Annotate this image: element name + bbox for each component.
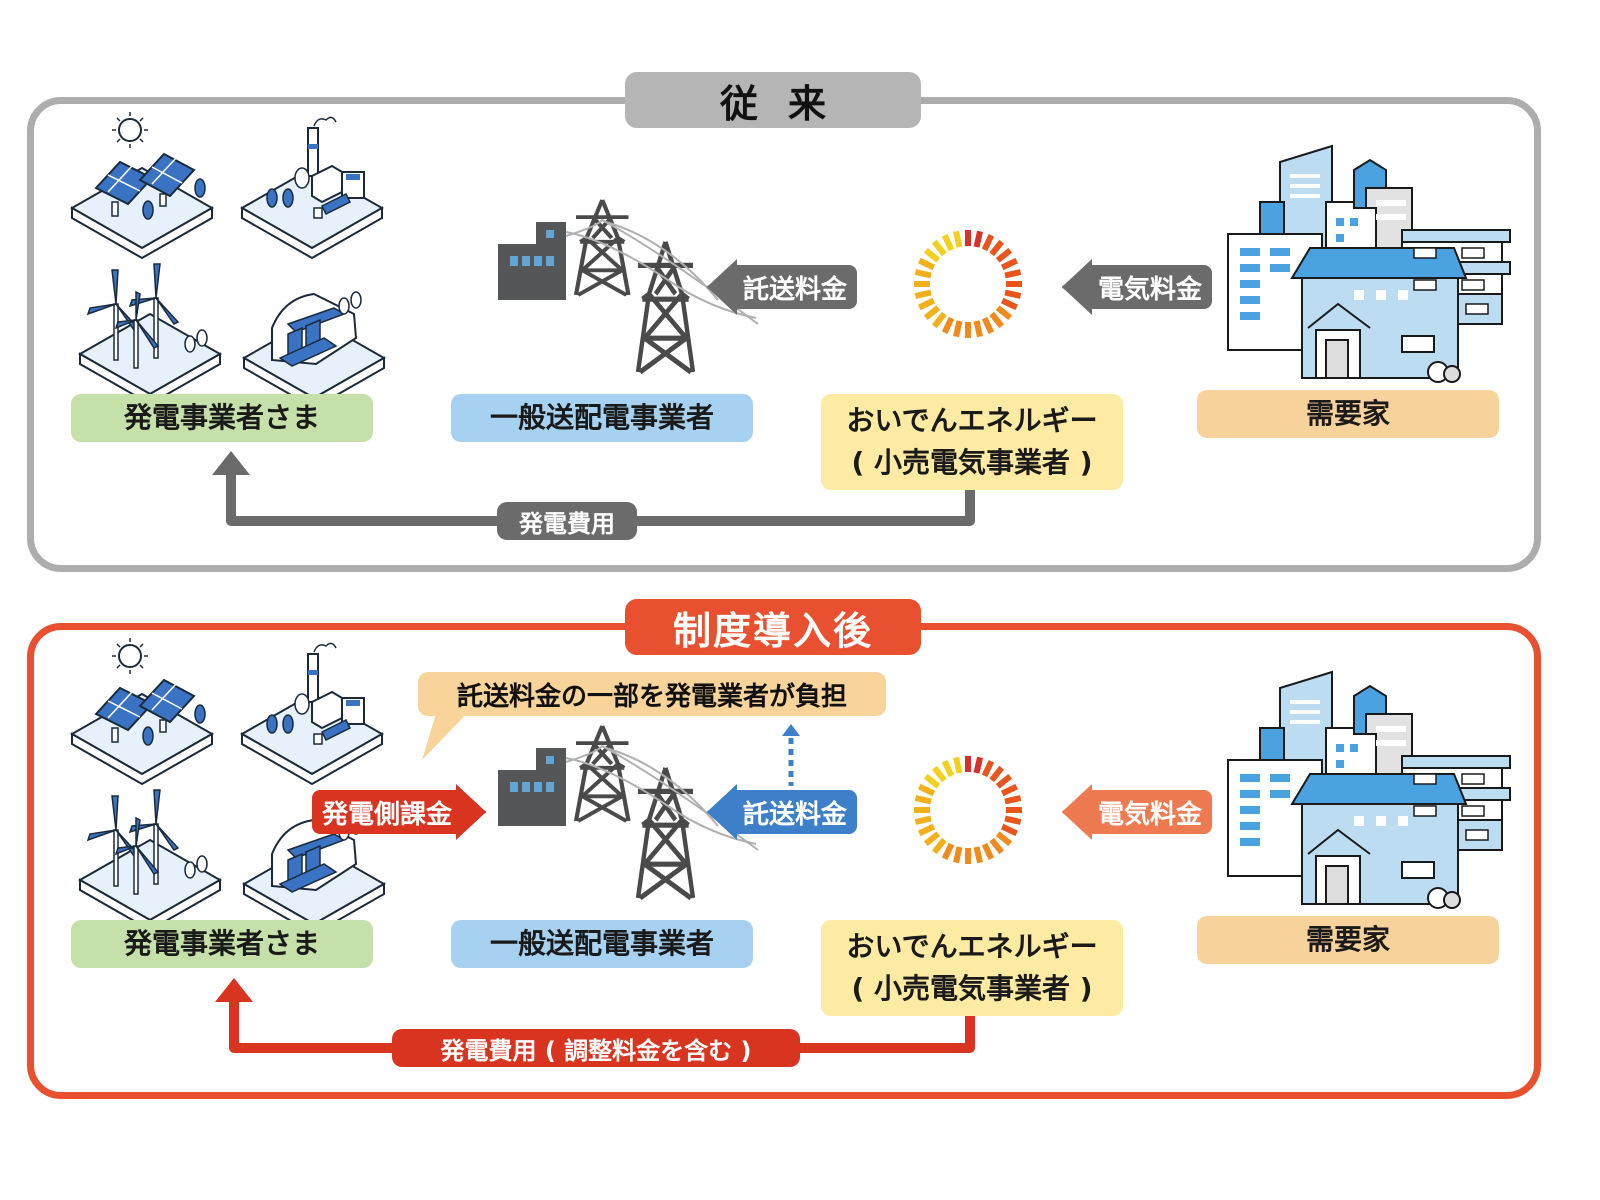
sun-ring-dash <box>923 247 941 263</box>
after-section-title: 制度導入後 <box>625 599 921 655</box>
sun-ring-dash <box>918 297 936 311</box>
retailer-name: おいでんエネルギー <box>846 930 1098 963</box>
electricity-fee-label: 電気料金 <box>1092 790 1213 834</box>
customer-label: 需要家 <box>1197 390 1499 438</box>
sun-ring-dash <box>918 257 936 271</box>
sun-ring-dash <box>931 837 947 855</box>
sun-ring-dash <box>995 831 1013 847</box>
generators-label: 発電事業者さま <box>71 920 373 968</box>
sun-ring-dash <box>914 815 932 825</box>
retailer-name: おいでんエネルギー <box>846 404 1098 437</box>
sun-ring-dash <box>941 842 955 860</box>
sun-ring-dash <box>989 239 1005 257</box>
sun-ring-dash <box>1004 795 1022 805</box>
sun-ring-dash <box>953 230 963 248</box>
grid-operator-label: 一般送配電事業者 <box>451 394 753 442</box>
sun-ring-dash <box>973 320 983 338</box>
sun-ring-dash <box>914 289 932 299</box>
retailer-type: ( 小売電気事業者 ) <box>851 972 1093 1005</box>
generation-charge-label: 発電側課金 <box>312 790 457 834</box>
callout-bubble: 託送料金の一部を発電業者が負担 <box>418 672 886 716</box>
sun-ring-dash <box>931 765 947 783</box>
sun-ring-dash <box>981 316 995 334</box>
customer-label: 需要家 <box>1197 916 1499 964</box>
arrow-head-left-icon <box>1062 259 1092 315</box>
sun-ring-dash <box>995 773 1013 789</box>
retailer-label: おいでんエネルギー ( 小売電気事業者 ) <box>821 394 1123 490</box>
electricity-fee-arrow: 電気料金 <box>1060 784 1213 840</box>
sun-ring-dash <box>941 760 955 778</box>
sun-ring-dash <box>989 311 1005 329</box>
arrow-head-left-icon <box>707 784 737 840</box>
city-buildings-icon <box>1227 145 1511 383</box>
transmission-fee-arrow: 託送料金 <box>705 784 858 840</box>
sun-ring-dash <box>923 773 941 789</box>
generation-cost-label: 発電費用 <box>497 502 637 540</box>
sun-ring-dash <box>1004 269 1022 279</box>
thermal-power-icon <box>242 643 382 784</box>
arrow-head-right-icon <box>456 784 487 840</box>
sun-ring-dash <box>941 234 955 252</box>
dotted-up-arrow-icon <box>782 724 800 786</box>
generators-illustration <box>72 644 392 914</box>
solar-power-icon <box>72 638 212 784</box>
sun-ring-dash <box>981 234 995 252</box>
transmission-fee-label: 託送料金 <box>737 790 858 834</box>
sun-ring-dash <box>1004 289 1022 299</box>
sun-ring-dash <box>1000 297 1018 311</box>
electricity-fee-label: 電気料金 <box>1092 265 1213 309</box>
sun-ring-dash <box>1000 257 1018 271</box>
sun-ring-dash <box>1000 783 1018 797</box>
sun-ring-dash <box>981 842 995 860</box>
sun-ring-dash <box>1000 823 1018 837</box>
city-buildings-icon <box>1227 671 1511 909</box>
sun-ring-dash <box>953 846 963 864</box>
wind-power-icon <box>80 790 220 930</box>
sun-ring-logo-icon <box>914 230 1022 338</box>
sun-ring-dash <box>918 783 936 797</box>
sun-ring-logo-icon <box>914 756 1022 864</box>
retailer-label: おいでんエネルギー ( 小売電気事業者 ) <box>821 920 1123 1016</box>
generators-label: 発電事業者さま <box>71 394 373 442</box>
arrow-head-up-icon <box>215 978 253 1002</box>
sun-ring-dash <box>914 269 932 279</box>
transmission-fee-label: 託送料金 <box>737 265 858 309</box>
transmission-fee-arrow: 託送料金 <box>705 259 858 315</box>
sun-ring-dash <box>923 305 941 321</box>
generation-cost-label: 発電費用 ( 調整料金を含む ) <box>392 1029 800 1067</box>
sun-ring-dash <box>981 760 995 778</box>
sun-ring-dash <box>973 230 983 248</box>
sun-ring-dash <box>973 846 983 864</box>
before-section-title: 従来 <box>625 72 921 128</box>
sun-ring-dash <box>989 837 1005 855</box>
sun-ring-dash <box>914 795 932 805</box>
generation-charge-arrow: 発電側課金 <box>312 784 488 840</box>
solar-power-icon <box>72 112 212 258</box>
sun-ring-dash <box>931 311 947 329</box>
generators-illustration <box>72 118 392 388</box>
sun-ring-dash <box>995 305 1013 321</box>
sun-ring-dash <box>953 756 963 774</box>
wind-power-icon <box>80 264 220 404</box>
sun-ring-dash <box>923 831 941 847</box>
sun-ring-dash <box>931 239 947 257</box>
sun-ring-dash <box>918 823 936 837</box>
sun-ring-dash <box>1004 815 1022 825</box>
sun-ring-dash <box>973 756 983 774</box>
sun-ring-dash <box>953 320 963 338</box>
arrow-head-left-icon <box>707 259 737 315</box>
thermal-power-icon <box>242 117 382 258</box>
grid-operator-label: 一般送配電事業者 <box>451 920 753 968</box>
arrow-head-left-icon <box>1062 784 1092 840</box>
sun-ring-dash <box>995 247 1013 263</box>
sun-ring-dash <box>989 765 1005 783</box>
arrow-head-up-icon <box>212 451 250 475</box>
electricity-fee-arrow: 電気料金 <box>1060 259 1213 315</box>
retailer-type: ( 小売電気事業者 ) <box>851 446 1093 479</box>
sun-ring-dash <box>941 316 955 334</box>
